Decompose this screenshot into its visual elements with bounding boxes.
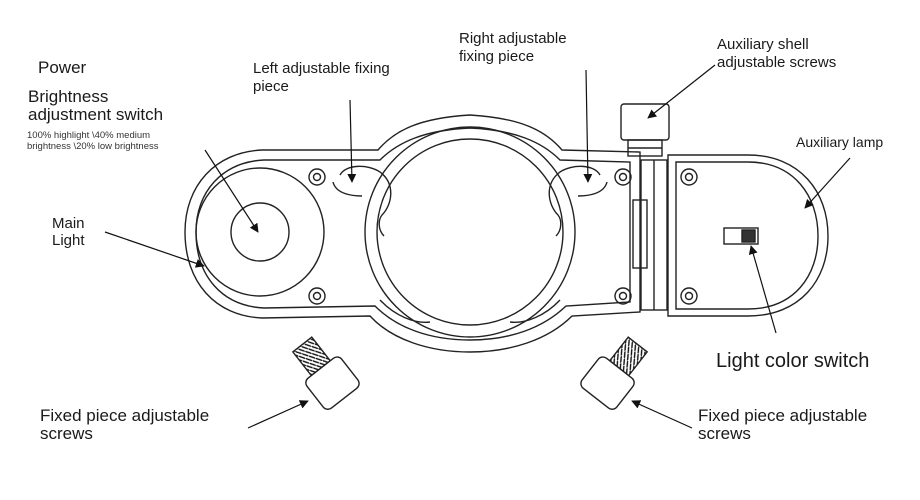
leader-left-fixing <box>347 99 357 183</box>
label-fixed-right-2: screws <box>698 424 751 443</box>
label-brightness-note-1: 100% highlight \40% medium <box>27 130 151 141</box>
left-fixing-piece <box>332 165 431 323</box>
label-fixed-left-1: Fixed piece adjustable <box>40 406 210 425</box>
main-housing <box>184 114 641 353</box>
label-aux-screw-2: adjustable screws <box>717 54 837 71</box>
label-aux-screw-1: Auxiliary shell <box>717 36 809 53</box>
light-color-switch-slot <box>723 227 759 245</box>
right-fixing-piece <box>509 165 608 323</box>
label-brightness: Brightness <box>28 87 109 106</box>
leader-aux-screw <box>647 64 716 119</box>
leader-aux-lamp <box>804 157 851 209</box>
leader-right-fixing <box>583 69 593 183</box>
right-fixed-piece-screw <box>580 336 649 410</box>
label-right-fixing-2: fixing piece <box>459 48 535 65</box>
leader-power <box>204 149 259 233</box>
leader-color-switch <box>748 245 777 334</box>
label-aux-lamp: Auxiliary lamp <box>796 134 884 150</box>
leader-main-light <box>104 231 205 268</box>
leader-fixed-right <box>631 400 693 429</box>
label-fixed-left-2: screws <box>40 424 93 443</box>
leader-fixed-left <box>247 400 309 429</box>
label-fixed-right-1: Fixed piece adjustable <box>698 406 868 425</box>
label-main-light-2: Light <box>52 232 85 249</box>
label-brightness-note-2: brightness \20% low brightness <box>27 141 159 152</box>
auxiliary-shell-screw <box>620 103 670 157</box>
hinge <box>632 159 668 311</box>
label-light-color-switch: Light color switch <box>716 350 870 372</box>
label-left-fixing-2: piece <box>253 78 289 95</box>
central-ring <box>364 126 576 338</box>
label-left-fixing-1: Left adjustable fixing <box>253 60 390 77</box>
label-adjustment-switch: adjustment switch <box>28 105 164 124</box>
mounting-holes <box>308 168 698 305</box>
auxiliary-lamp-shell <box>667 154 829 317</box>
label-right-fixing-1: Right adjustable <box>459 30 567 47</box>
label-main-light-1: Main <box>52 215 85 232</box>
left-fixed-piece-screw <box>291 336 360 410</box>
label-power: Power <box>38 58 87 77</box>
main-light-lens <box>195 167 325 297</box>
